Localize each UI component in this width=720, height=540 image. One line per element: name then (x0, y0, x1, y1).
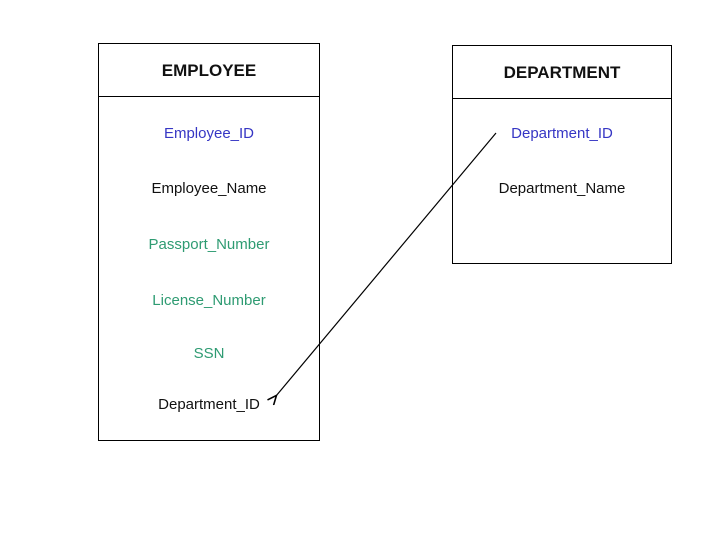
attribute-employee-id: Employee_ID (163, 125, 255, 142)
attribute-license-number: License_Number (152, 292, 266, 309)
entity-box-employee: EMPLOYEE Employee_ID Employee_Name Passp… (98, 43, 320, 441)
attribute-passport-number: Passport_Number (148, 236, 270, 253)
attribute-department-name: Department_Name (498, 180, 626, 197)
attribute-department-id: Department_ID (511, 125, 613, 142)
entity-title-department: DEPARTMENT (453, 46, 671, 99)
attribute-employee-name: Employee_Name (151, 180, 267, 197)
attribute-ssn: SSN (193, 345, 225, 362)
entity-box-department: DEPARTMENT Department_ID Department_Name (452, 45, 672, 264)
entity-title-employee: EMPLOYEE (99, 44, 319, 97)
attribute-department-id-fk: Department_ID (158, 396, 260, 413)
